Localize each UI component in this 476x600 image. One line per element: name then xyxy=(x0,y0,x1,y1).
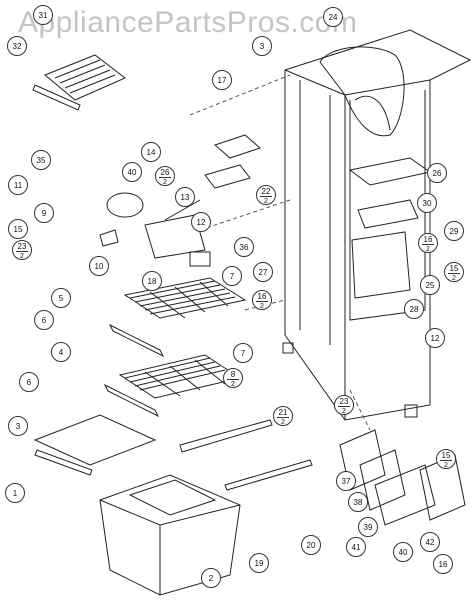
callout-26[interactable]: 26 xyxy=(427,163,447,183)
callout-17[interactable]: 17 xyxy=(212,70,232,90)
callout-7a[interactable]: 7 xyxy=(222,266,242,286)
callout-25[interactable]: 25 xyxy=(420,275,440,295)
callout-12b[interactable]: 12 xyxy=(425,328,445,348)
callout-19[interactable]: 19 xyxy=(249,553,269,573)
callout-28[interactable]: 28 xyxy=(404,299,424,319)
callout-6b[interactable]: 6 xyxy=(19,372,39,392)
callout-20[interactable]: 20 xyxy=(301,535,321,555)
callout-3[interactable]: 3 xyxy=(252,36,272,56)
callout-13[interactable]: 13 xyxy=(175,187,195,207)
callout-5[interactable]: 5 xyxy=(51,288,71,308)
callout-11[interactable]: 11 xyxy=(8,175,28,195)
callout-1[interactable]: 1 xyxy=(5,483,25,503)
air-filter xyxy=(45,55,125,100)
callout-31[interactable]: 31 xyxy=(33,5,53,25)
callout-9[interactable]: 9 xyxy=(34,203,54,223)
callout-3b[interactable]: 3 xyxy=(8,416,28,436)
callout-36[interactable]: 36 xyxy=(234,237,254,257)
callout-6a[interactable]: 6 xyxy=(34,310,54,330)
callout-42[interactable]: 42 xyxy=(420,532,440,552)
glass-shelf xyxy=(35,415,155,465)
callout-30[interactable]: 30 xyxy=(417,193,437,213)
callout-24[interactable]: 24 xyxy=(323,7,343,27)
callout-2[interactable]: 2 xyxy=(201,568,221,588)
shelf-upper xyxy=(125,278,245,318)
cabinet-outline xyxy=(285,30,470,420)
shelf-lower xyxy=(120,355,240,398)
ice-bucket xyxy=(320,47,404,136)
watermark-text: AppliancePartsPros.com xyxy=(18,6,358,39)
callout-14[interactable]: 14 xyxy=(141,142,161,162)
callout-7b[interactable]: 7 xyxy=(233,343,253,363)
callout-39[interactable]: 39 xyxy=(358,517,378,537)
callout-16[interactable]: 16 xyxy=(433,554,453,574)
crisper-drawer xyxy=(100,475,240,595)
callout-37[interactable]: 37 xyxy=(336,471,356,491)
callout-41[interactable]: 41 xyxy=(346,537,366,557)
callout-27[interactable]: 27 xyxy=(253,262,273,282)
callout-10[interactable]: 10 xyxy=(89,256,109,276)
callout-32[interactable]: 32 xyxy=(7,36,27,56)
callout-15[interactable]: 15 xyxy=(8,219,28,239)
callout-40b[interactable]: 40 xyxy=(393,542,413,562)
callout-29[interactable]: 29 xyxy=(444,221,464,241)
callout-35[interactable]: 35 xyxy=(31,150,51,170)
callout-40[interactable]: 40 xyxy=(122,162,142,182)
callout-18[interactable]: 18 xyxy=(142,271,162,291)
callout-4[interactable]: 4 xyxy=(51,342,71,362)
callout-12[interactable]: 12 xyxy=(191,212,211,232)
callout-38[interactable]: 38 xyxy=(348,492,368,512)
